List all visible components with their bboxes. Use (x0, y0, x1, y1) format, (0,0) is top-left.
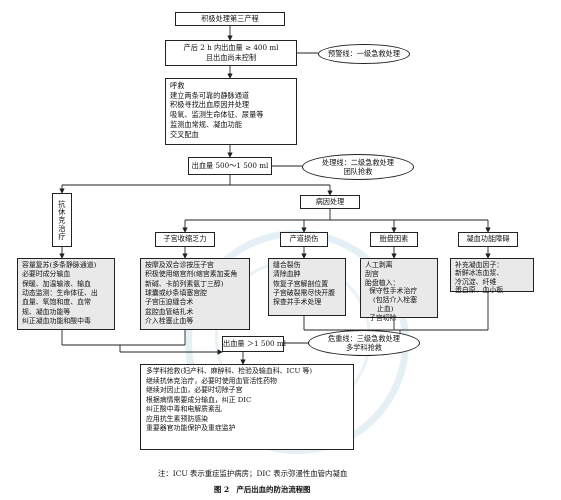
blood-loss-400-line-2: 且出血尚未控制 (205, 52, 257, 62)
blood-loss-500-1500-box: 出血量 500～1 500 ml (188, 157, 272, 175)
placental-line-3: 胎盘植入： (365, 278, 400, 287)
treatment-line-text-1: 处理线：二级急救处理 (322, 157, 394, 167)
coagulation-line-3: 冷沉淀、纤维 (455, 277, 497, 286)
birth-canal-injury-measures-box: 缝合裂伤 清除血肿 恢复子宫解剖位置 子宫破裂需尽快开腹 探查并手术处理 (268, 258, 346, 316)
rescue-line-1: 多学科抢救(妇产科、麻醉科、检验及输血科、ICU 等) (146, 367, 313, 375)
birth-canal-line-5: 探查并手术处理 (273, 298, 322, 307)
blood-loss-400-line-1: 产后 2 h 内出血量 ≥ 400 ml (183, 43, 279, 52)
placental-factor-measures-box: 人工剥离 刮宫 胎盘植入： 保守性手术治疗 (包括介入栓塞 止血) 子宫切除 (360, 258, 438, 322)
birth-canal-line-2: 清除血肿 (273, 270, 301, 279)
figure-note: 注：ICU 表示重症监护病房；DIC 表示弥漫性血管内凝血 (158, 468, 347, 479)
first-aid-actions-box: 呼救 建立两条可靠的静脉通道 积极寻找出血原因并处理 吸氧、监测生命体征、尿量等… (165, 78, 297, 145)
rescue-line-7: 重要器官功能保护及重症监护 (146, 424, 236, 433)
critical-line-text-1: 危重线：三级急救处理 (328, 333, 400, 343)
placental-line-6: 止血) (377, 305, 394, 314)
anti-shock-title: 抗休克治疗 (57, 199, 67, 241)
uterine-atony-line-5: 子宫压迫缝合术 (145, 298, 194, 307)
placental-factor-title: 胎盘因素 (379, 234, 409, 243)
critical-line-text-2: 多学科抢救 (346, 343, 382, 352)
coagulation-measures-box: 补充凝血因子： 新鲜冰冻血浆、 冷沉淀、纤维 蛋白原、血小板 (450, 258, 534, 294)
uterine-atony-title: 子宫收缩乏力 (163, 234, 207, 243)
uterine-atony-line-3: 新碱、卡前列素氨丁三醇) (145, 279, 224, 288)
figure-caption: 图 2 产后出血的防治流程图 (214, 484, 310, 495)
warning-line-text: 预警线：一级急救处理 (328, 49, 400, 59)
rescue-line-3: 继续对因止血，必要时切除子宫 (146, 386, 243, 395)
anti-shock-line-2: 必要时成分输血 (22, 270, 71, 279)
coagulation-line-4: 蛋白原、血小板 (455, 285, 504, 294)
anti-shock-line-4: 动态监测：生命体征、出 (22, 288, 98, 297)
first-aid-line-3: 积极寻找出血原因并处理 (170, 100, 250, 110)
anti-shock-line-3: 保暖、加温输液、输血 (22, 279, 91, 288)
uterine-atony-line-7: 介入栓塞止血等 (145, 316, 194, 325)
coagulation-line-2: 新鲜冰冻血浆、 (455, 269, 504, 278)
placental-line-4: 保守性手术治疗 (369, 287, 418, 296)
birth-canal-injury-title-box: 产道损伤 (280, 232, 328, 247)
treatment-line-text-2: 团队抢救 (343, 167, 373, 176)
rescue-line-2: 继续抗休克治疗，必要时使用血管活性药物 (146, 376, 277, 385)
blood-loss-over-1500-text: 出血量 ＞1 500 ml (223, 339, 287, 348)
uterine-atony-measures-box: 按摩及双合诊按压子宫 积极使用缩宫剂(缩宫素加麦角 新碱、卡前列素氨丁三醇) 球… (140, 258, 250, 330)
anti-shock-measures-box: 容量复苏(多条静脉通道) 必要时成分输血 保暖、加温输液、输血 动态监测：生命体… (17, 258, 115, 330)
placental-factor-title-box: 胎盘因素 (370, 232, 418, 247)
rescue-line-4: 根据病情需要成分输血，纠正 DIC (146, 395, 252, 404)
placental-line-7: 子宫切除 (369, 313, 397, 322)
figure-caption-text: 图 2 产后出血的防治流程图 (214, 485, 311, 494)
coagulation-line-1: 补充凝血因子： (455, 261, 504, 269)
uterine-atony-line-2: 积极使用缩宫剂(缩宫素加麦角 (145, 270, 238, 279)
placental-line-5: (包括介入栓塞 (373, 296, 418, 305)
rescue-line-5: 纠正酸中毒和电解质紊乱 (146, 405, 222, 414)
uterine-atony-title-box: 子宫收缩乏力 (155, 232, 215, 247)
etiology-treatment-box: 病因处理 (300, 195, 360, 209)
first-aid-line-1: 呼救 (170, 81, 185, 90)
critical-line-oval: 危重线：三级急救处理 多学科抢救 (308, 330, 420, 356)
etiology-treatment-text: 病因处理 (315, 197, 345, 206)
treatment-line-oval: 处理线：二级急救处理 团队抢救 (302, 154, 414, 180)
placental-line-2: 刮宫 (365, 269, 379, 278)
blood-loss-400-box: 产后 2 h 内出血量 ≥ 400 ml 且出血尚未控制 (165, 40, 297, 66)
coagulation-disorder-title: 凝血功能障碍 (466, 234, 510, 243)
uterine-atony-line-1: 按摩及双合诊按压子宫 (145, 261, 214, 269)
first-aid-line-6: 交叉配血 (170, 129, 199, 139)
birth-canal-line-4: 子宫破裂需尽快开腹 (273, 288, 336, 297)
uterine-atony-line-6: 盆腔血管结扎术 (145, 307, 194, 316)
birth-canal-injury-title: 产道损伤 (289, 234, 319, 243)
anti-shock-title-box: 抗休克治疗 (52, 193, 72, 247)
anti-shock-line-5: 血量、氧饱和度、血常 (22, 298, 91, 307)
figure-note-text: 注：ICU 表示重症监护病房；DIC 表示弥漫性血管内凝血 (158, 469, 348, 478)
coagulation-disorder-title-box: 凝血功能障碍 (458, 232, 518, 247)
blood-loss-500-1500-text: 出血量 500～1 500 ml (191, 161, 269, 170)
anti-shock-line-6: 规、凝血功能等 (22, 307, 71, 316)
active-third-stage-text: 积极处理第三产程 (201, 14, 259, 23)
first-aid-line-2: 建立两条可靠的静脉通道 (170, 90, 250, 100)
birth-canal-line-3: 恢复子宫解剖位置 (273, 279, 329, 288)
birth-canal-line-1: 缝合裂伤 (273, 261, 301, 269)
uterine-atony-line-4: 球囊或纱条填塞宫腔 (145, 288, 208, 297)
placental-line-1: 人工剥离 (365, 261, 393, 269)
first-aid-line-5: 监测血常规、凝血功能 (170, 119, 242, 129)
first-aid-line-4: 吸氧、监测生命体征、尿量等 (170, 110, 264, 120)
blood-loss-over-1500-box: 出血量 ＞1 500 ml (222, 336, 287, 352)
multidisciplinary-rescue-box: 多学科抢救(妇产科、麻醉科、检验及输血科、ICU 等) 继续抗休克治疗，必要时使… (140, 364, 354, 450)
anti-shock-line-7: 纠正凝血功能和酸中毒 (22, 316, 91, 325)
warning-line-oval: 预警线：一级急救处理 (318, 44, 410, 64)
active-third-stage-box: 积极处理第三产程 (175, 12, 285, 26)
rescue-line-6: 应用抗生素预防感染 (146, 414, 209, 423)
anti-shock-line-1: 容量复苏(多条静脉通道) (22, 261, 97, 269)
